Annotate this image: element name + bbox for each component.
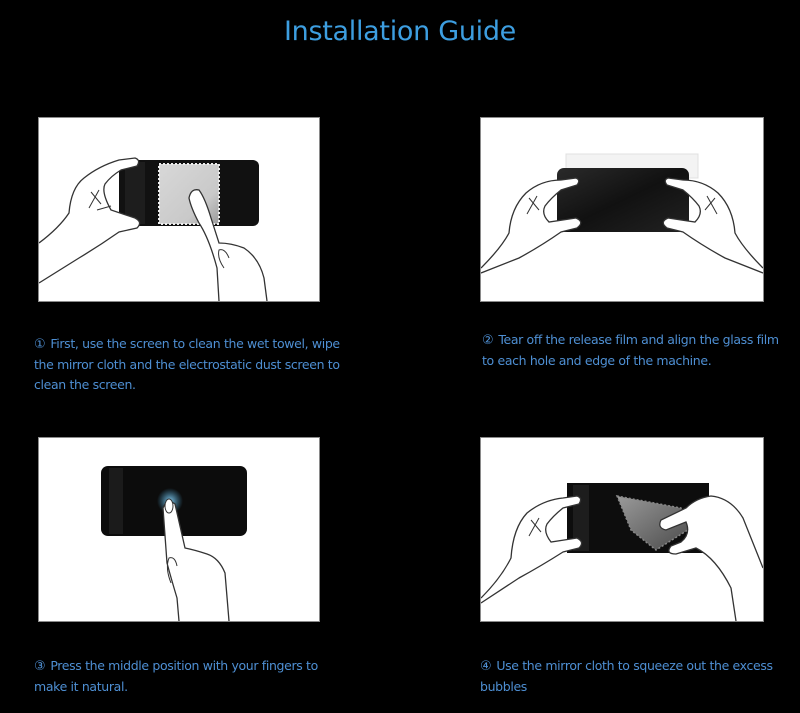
step-number: ① xyxy=(34,337,46,352)
step-number: ④ xyxy=(480,659,492,674)
step-text: Use the mirror cloth to squeeze out the … xyxy=(480,658,773,694)
step-number: ② xyxy=(482,333,494,348)
hands-wiping-phone-icon xyxy=(39,157,268,301)
step-number: ③ xyxy=(34,659,46,674)
finger-pressing-phone-icon xyxy=(101,466,247,621)
step-3-illustration xyxy=(38,437,320,622)
step-text: Press the middle position with your fing… xyxy=(34,658,318,694)
hand-squeezing-bubbles-icon xyxy=(481,483,763,621)
step-2-illustration xyxy=(480,117,764,302)
page-title: Installation Guide xyxy=(283,16,516,47)
step-text: Tear off the release film and align the … xyxy=(482,332,779,368)
step-text: First, use the screen to clean the wet t… xyxy=(34,336,340,392)
hands-aligning-film-icon xyxy=(481,153,763,274)
step-1-illustration xyxy=(38,117,320,302)
step-4-illustration xyxy=(480,437,764,622)
